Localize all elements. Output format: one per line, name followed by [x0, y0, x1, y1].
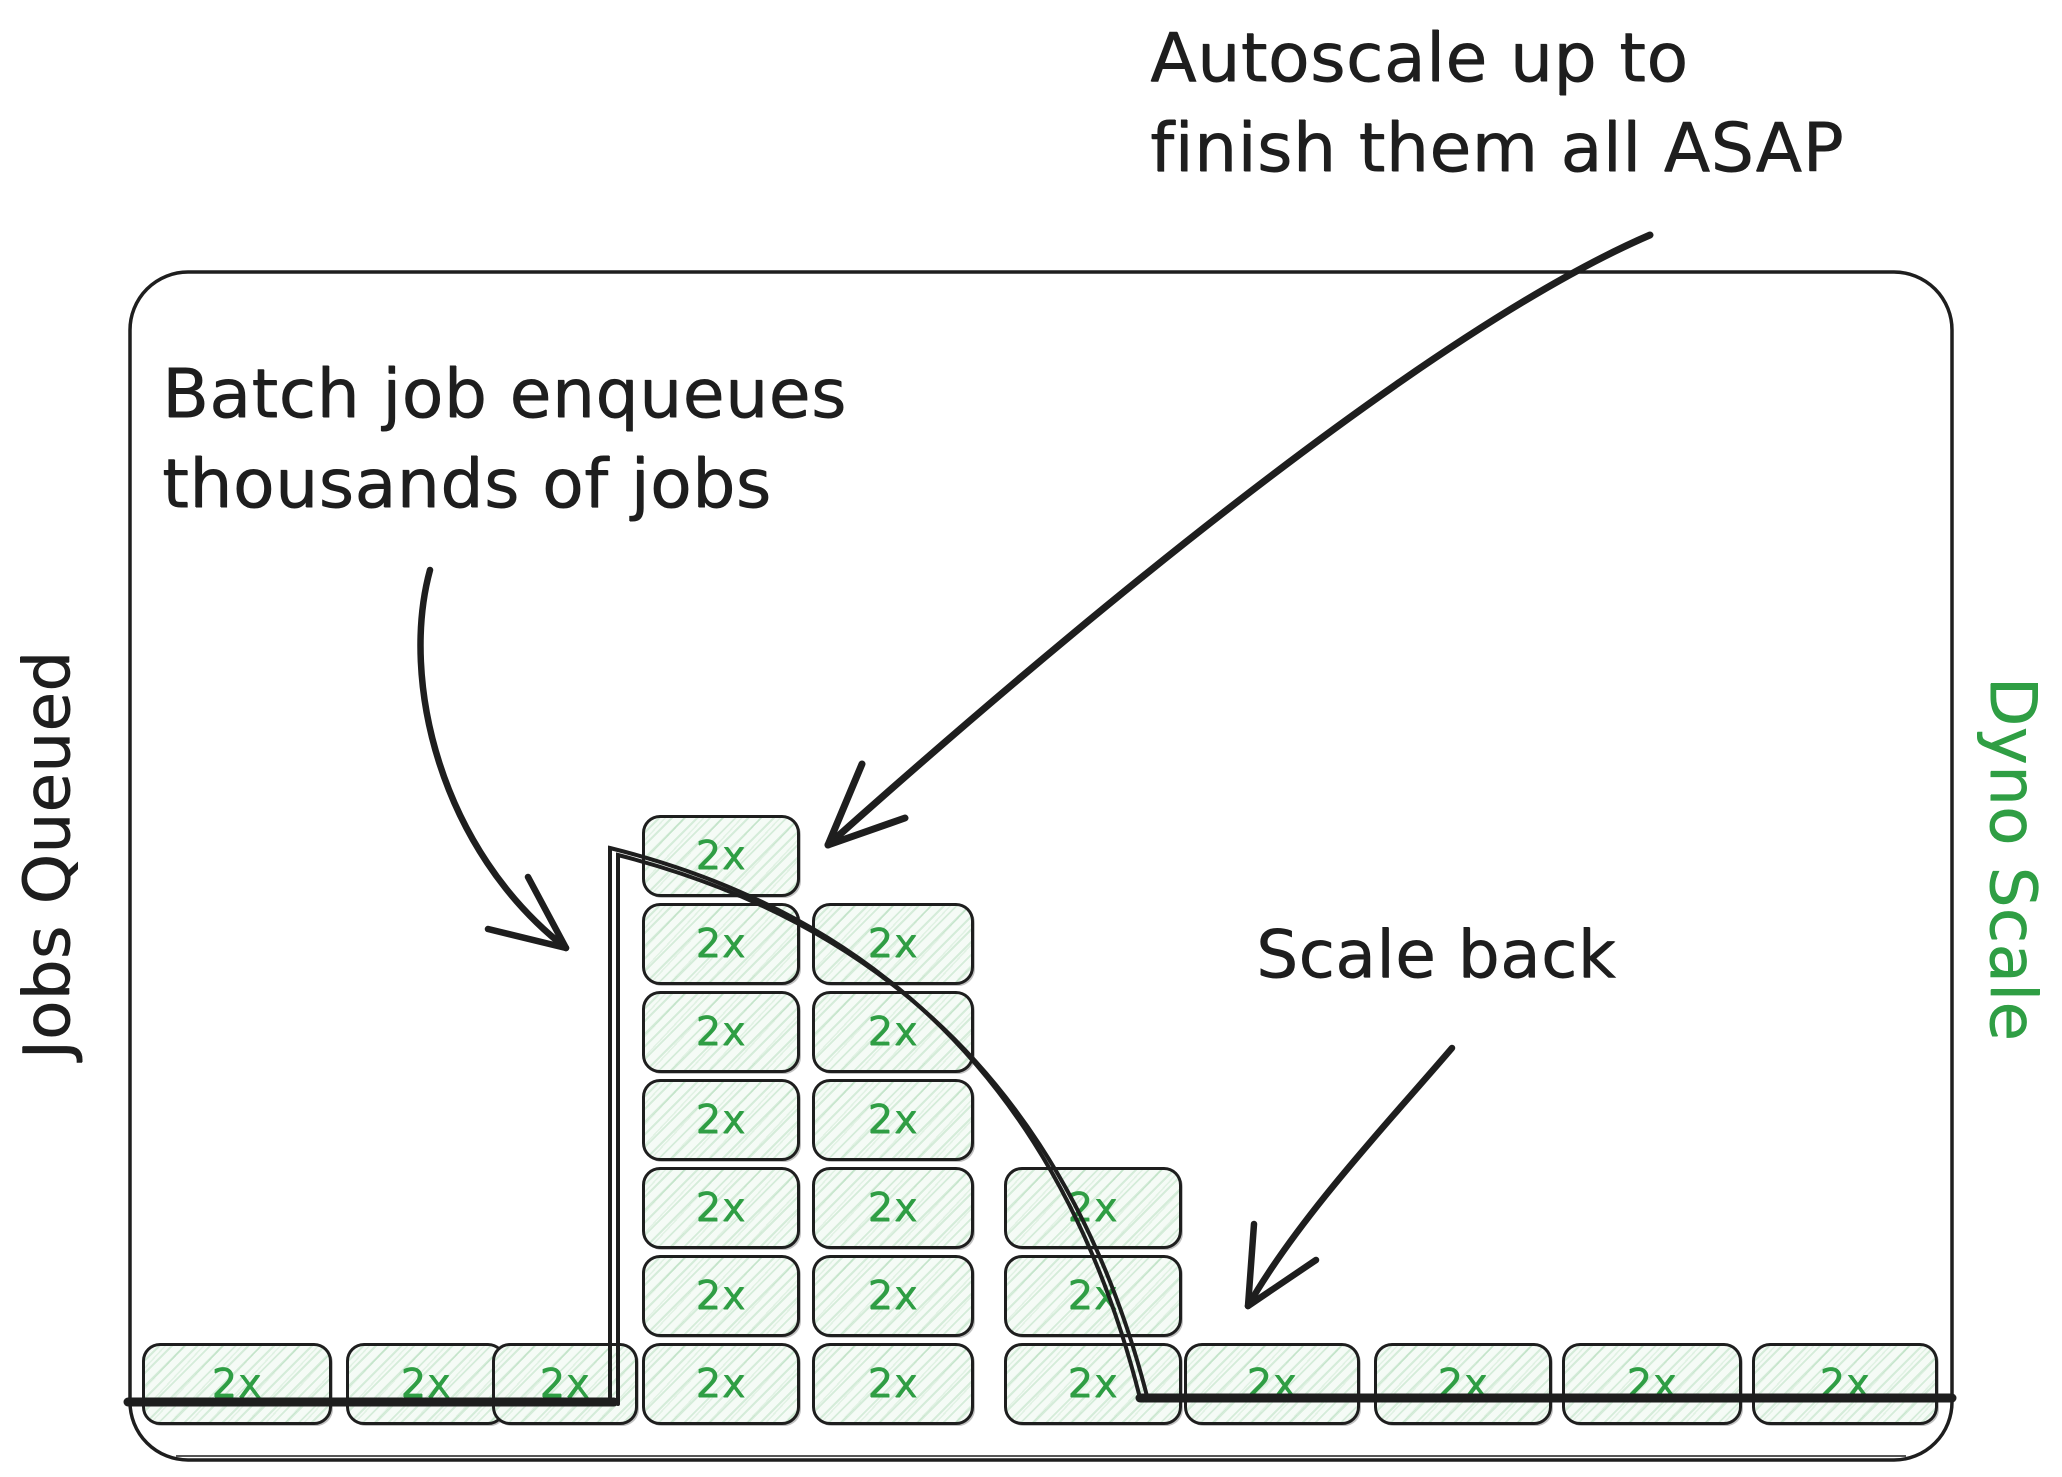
- dyno-box: 2x: [812, 991, 974, 1073]
- dyno-box-label: 2x: [695, 1009, 747, 1055]
- dyno-box: 2x: [812, 903, 974, 985]
- autoscale-annotation: Autoscale up to finish them all ASAP: [1150, 14, 1844, 194]
- dyno-box-label: 2x: [1246, 1361, 1298, 1407]
- autoscale-annotation-line1: Autoscale up to: [1150, 19, 1689, 98]
- dyno-box-label: 2x: [867, 1185, 919, 1231]
- dyno-box: 2x: [492, 1343, 638, 1425]
- dyno-box: 2x: [1562, 1343, 1742, 1425]
- dyno-box-label: 2x: [1067, 1273, 1119, 1319]
- dyno-box-label: 2x: [867, 1009, 919, 1055]
- dyno-box: 2x: [642, 903, 800, 985]
- left-axis-label: Jobs Queued: [11, 650, 85, 1060]
- dyno-box-label: 2x: [1067, 1185, 1119, 1231]
- dyno-box: 2x: [1004, 1255, 1182, 1337]
- dyno-box: 2x: [642, 1079, 800, 1161]
- autoscale-annotation-line2: finish them all ASAP: [1150, 109, 1844, 188]
- dyno-box-label: 2x: [695, 1273, 747, 1319]
- dyno-box: 2x: [812, 1343, 974, 1425]
- dyno-box-label: 2x: [867, 1273, 919, 1319]
- scale-back-annotation: Scale back: [1256, 916, 1617, 993]
- dyno-box-label: 2x: [1626, 1361, 1678, 1407]
- dyno-box-label: 2x: [695, 921, 747, 967]
- dyno-box: 2x: [142, 1343, 332, 1425]
- right-axis-label: Dyno Scale: [1975, 676, 2049, 1042]
- dyno-box: 2x: [812, 1079, 974, 1161]
- dyno-box: 2x: [642, 1167, 800, 1249]
- dyno-box-label: 2x: [400, 1361, 452, 1407]
- dyno-box: 2x: [642, 1343, 800, 1425]
- dyno-box: 2x: [642, 815, 800, 897]
- dyno-box-label: 2x: [1437, 1361, 1489, 1407]
- dyno-box: 2x: [642, 991, 800, 1073]
- dyno-box-label: 2x: [1819, 1361, 1871, 1407]
- dyno-box-label: 2x: [695, 1361, 747, 1407]
- dyno-box-label: 2x: [1067, 1361, 1119, 1407]
- dyno-box: 2x: [1004, 1343, 1182, 1425]
- dyno-box: 2x: [346, 1343, 506, 1425]
- dyno-box: 2x: [1004, 1167, 1182, 1249]
- dyno-box-label: 2x: [695, 833, 747, 879]
- dyno-box-label: 2x: [695, 1097, 747, 1143]
- dyno-box-label: 2x: [539, 1361, 591, 1407]
- dyno-box-label: 2x: [695, 1185, 747, 1231]
- batch-annotation: Batch job enqueues thousands of jobs: [162, 350, 847, 530]
- dyno-box-label: 2x: [867, 1361, 919, 1407]
- batch-annotation-line2: thousands of jobs: [162, 445, 772, 524]
- dyno-box-label: 2x: [867, 921, 919, 967]
- dyno-box: 2x: [812, 1255, 974, 1337]
- dyno-box: 2x: [642, 1255, 800, 1337]
- dyno-box-label: 2x: [867, 1097, 919, 1143]
- dyno-box: 2x: [1374, 1343, 1552, 1425]
- dyno-box-label: 2x: [211, 1361, 263, 1407]
- dyno-box: 2x: [1752, 1343, 1938, 1425]
- dyno-box: 2x: [1184, 1343, 1360, 1425]
- dyno-box: 2x: [812, 1167, 974, 1249]
- batch-annotation-line1: Batch job enqueues: [162, 355, 847, 434]
